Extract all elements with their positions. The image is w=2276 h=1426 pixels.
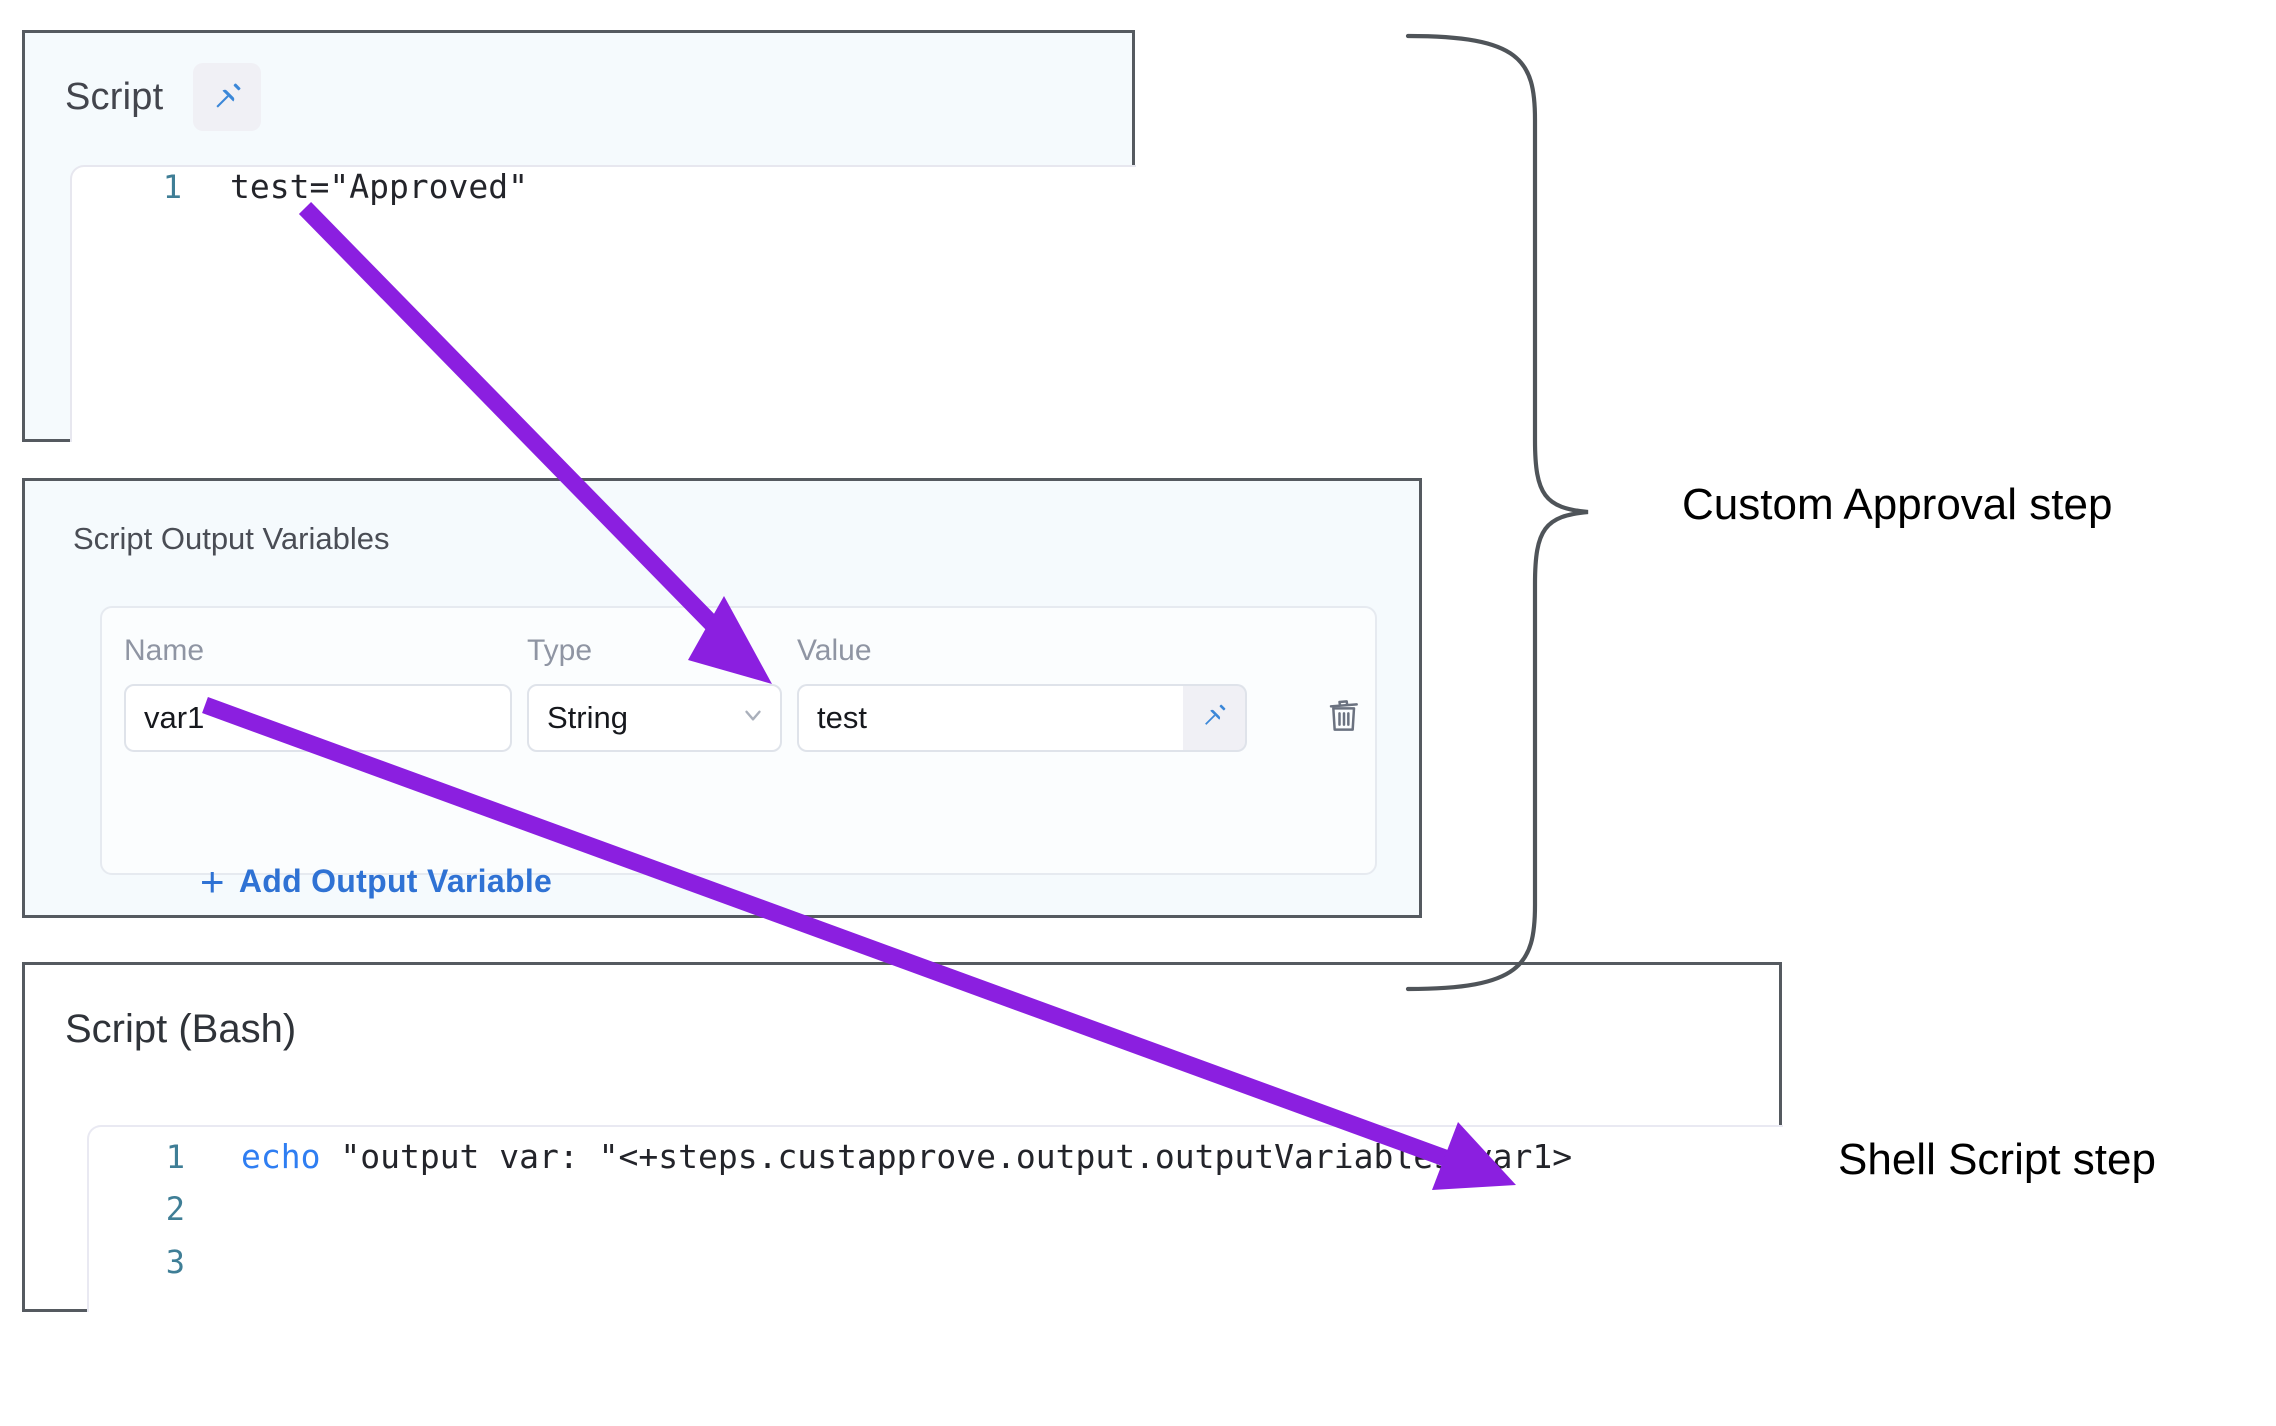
bash-code-editor[interactable]: 1 echo "output var: "<+steps.custapprove… (87, 1125, 1783, 1312)
column-header-type: Type (527, 634, 593, 667)
column-header-name: Name (124, 634, 205, 667)
delete-variable-button[interactable] (1313, 684, 1375, 752)
line-number: 1 (162, 168, 182, 206)
add-output-variable-button[interactable]: + Add Output Variable (200, 857, 553, 905)
code-line: 2 (89, 1190, 1783, 1243)
script-panel-title: Script (65, 75, 164, 118)
code-line: 3 (89, 1243, 1783, 1296)
pin-icon-button[interactable] (193, 63, 262, 131)
script-output-variables-panel: Script Output Variables Name Type Value … (22, 478, 1422, 918)
column-header-value: Value (797, 634, 872, 667)
code-rest: "output var: "<+steps.custapprove.output… (320, 1137, 1573, 1176)
annotation-custom-approval-step: Custom Approval step (1682, 480, 2113, 529)
bash-script-title: Script (Bash) (65, 1007, 297, 1051)
variable-value-field-group: test (797, 684, 1247, 752)
variable-value-input[interactable]: test (797, 684, 1183, 752)
code-text: test="Approved" (230, 167, 529, 206)
pin-icon (1198, 700, 1230, 737)
annotation-shell-script-step: Shell Script step (1838, 1135, 2156, 1184)
pin-icon (208, 78, 246, 116)
line-number: 1 (165, 1138, 185, 1176)
code-line: 1 echo "output var: "<+steps.custapprove… (89, 1137, 1783, 1190)
add-output-variable-label: Add Output Variable (238, 863, 553, 899)
code-text: echo "output var: "<+steps.custapprove.o… (241, 1137, 1572, 1176)
value-pin-icon-button[interactable] (1183, 684, 1247, 752)
code-line: 1 test="Approved" (72, 167, 1136, 219)
code-keyword: echo (241, 1137, 321, 1176)
output-variables-card: Name Type Value var1 String test (100, 606, 1377, 903)
bash-script-panel: Script (Bash) 1 echo "output var: "<+ste… (22, 962, 1783, 1312)
output-variables-table: Name Type Value var1 String test (102, 608, 1375, 752)
chevron-down-icon (740, 700, 766, 736)
variable-type-select[interactable]: String (527, 684, 782, 752)
variable-type-value: String (547, 700, 628, 735)
plus-icon: + (200, 857, 225, 905)
script-output-variables-title: Script Output Variables (73, 521, 390, 556)
script-panel-header: Script (25, 33, 1132, 131)
line-number: 2 (165, 1190, 185, 1228)
curly-brace (1405, 33, 1589, 992)
script-code-editor[interactable]: 1 test="Approved" (70, 165, 1136, 442)
line-number: 3 (165, 1243, 185, 1281)
variable-name-input[interactable]: var1 (124, 684, 512, 752)
script-panel: Script 1 test="Approved" (22, 30, 1136, 442)
trash-icon (1324, 696, 1364, 741)
